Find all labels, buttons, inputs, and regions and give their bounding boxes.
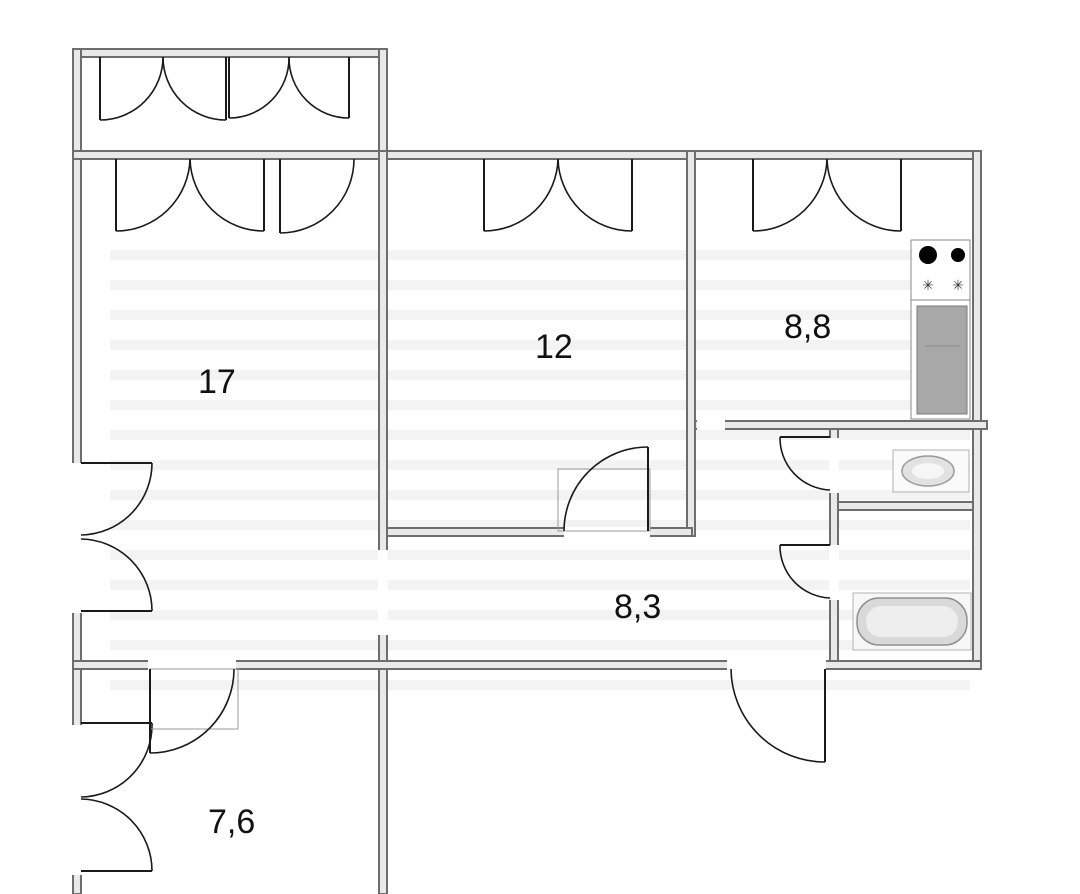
door-room-7-6: [149, 668, 239, 754]
walls: [72, 48, 988, 894]
wall-openings: [72, 420, 839, 875]
stove-icon: ✳ ✳: [910, 239, 971, 301]
room-7-6-area-label: 7,6: [208, 803, 255, 841]
window-balcony-top: [99, 56, 350, 121]
svg-text:✳: ✳: [952, 278, 964, 294]
watermark-texture: [110, 250, 970, 690]
room-12-area-label: 12: [535, 328, 573, 366]
door-left-17: [80, 462, 153, 612]
hall-area-label: 8,3: [614, 588, 661, 626]
room-labels: 17 12 8,8 8,3 7,6: [198, 308, 831, 841]
window-kitchen: [752, 158, 902, 232]
sink-icon: [910, 299, 971, 420]
door-entrance: [730, 668, 826, 763]
door-room-12: [557, 446, 651, 532]
window-room-17: [115, 158, 355, 234]
door-wc: [779, 436, 831, 491]
door-left-7-6: [80, 722, 153, 872]
svg-text:✳: ✳: [922, 278, 934, 294]
bathtub-icon: [852, 592, 972, 651]
room-17-area-label: 17: [198, 363, 236, 401]
door-bathroom: [779, 544, 831, 599]
washbasin-icon: [892, 449, 970, 493]
window-room-12: [483, 158, 633, 232]
kitchen-area-label: 8,8: [784, 308, 831, 346]
